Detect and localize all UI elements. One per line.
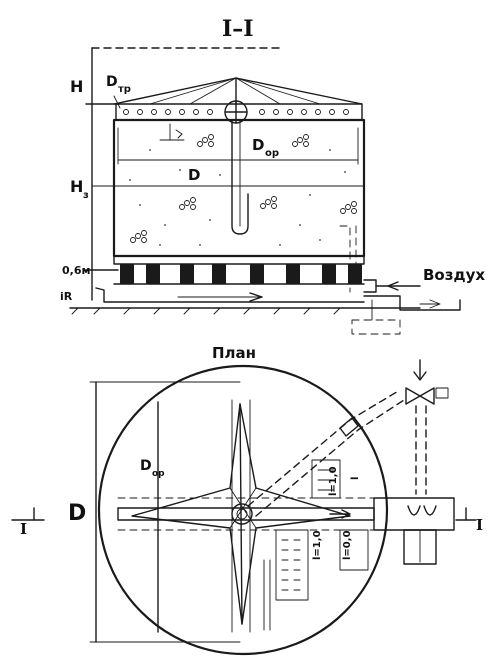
slot-label-2: l=0,0 <box>342 530 353 560</box>
dor-sub: ор <box>265 148 279 159</box>
plan-dor-label: D <box>140 458 152 474</box>
dtr-sub: тр <box>118 84 131 95</box>
media-symbols <box>130 134 357 243</box>
drainage-blocks <box>120 264 362 284</box>
slot-label-3: l=1,0 <box>328 466 339 496</box>
star-axis-v <box>239 403 243 625</box>
dtr-leader <box>113 95 121 109</box>
flow-arrow <box>249 292 263 302</box>
tank-circle <box>97 364 389 656</box>
plan-hub-inner <box>236 508 248 520</box>
outlet-flow-curves <box>407 505 437 516</box>
section-view: I–I H D тр <box>60 16 485 335</box>
tank-roof <box>113 77 363 105</box>
plan-d-label: D <box>68 501 86 526</box>
air-arrow <box>387 281 399 291</box>
roof-brace-1 <box>149 77 237 105</box>
feed-pipe-dashed-2 <box>255 399 405 517</box>
support-slab <box>113 255 365 265</box>
roof-brace-3 <box>235 77 281 105</box>
h3-label: H <box>70 177 83 196</box>
d-label: D <box>188 166 200 184</box>
slot-label-4: l <box>350 477 361 480</box>
tank-body <box>112 118 366 258</box>
plan-dor-sub: ор <box>152 469 165 479</box>
slot-label-1: l=1,0 <box>312 530 323 560</box>
drainage-channels <box>263 459 369 631</box>
speckles <box>129 149 346 246</box>
star-distributor <box>131 403 351 625</box>
plan-view: План D D ор <box>11 344 483 656</box>
central-riser <box>231 119 249 235</box>
valve-actuator <box>435 387 449 399</box>
ground-hatch <box>69 307 421 315</box>
cut-label-right: I <box>476 516 483 534</box>
cut-label-left: I <box>20 520 27 538</box>
feed-pipe-end <box>339 417 359 437</box>
feed-pipe-dashed-1 <box>247 389 401 507</box>
air-inlet-box <box>363 279 377 293</box>
roof-brace-2 <box>189 77 237 105</box>
h3-sub: з <box>83 190 89 201</box>
ir-label: iR <box>60 290 73 303</box>
sump-dashed <box>351 319 401 335</box>
valve-arrow <box>413 371 427 381</box>
dtr-label: D <box>106 74 118 90</box>
outlet-trough <box>363 295 461 311</box>
roof-brace-4 <box>235 77 321 105</box>
outlet-arrow <box>419 299 441 309</box>
flag-symbol <box>159 123 185 141</box>
plan-title: План <box>212 344 256 362</box>
tray-bottom <box>95 287 365 303</box>
section-title: I–I <box>222 16 254 42</box>
height-06-label: 0,6м <box>62 264 90 277</box>
dor-label: D <box>252 136 264 154</box>
plan-hub <box>231 503 253 525</box>
valve-body <box>405 387 435 405</box>
air-label: Воздух <box>423 266 485 284</box>
h-label: H <box>70 77 83 96</box>
distributor-holes <box>123 109 349 115</box>
